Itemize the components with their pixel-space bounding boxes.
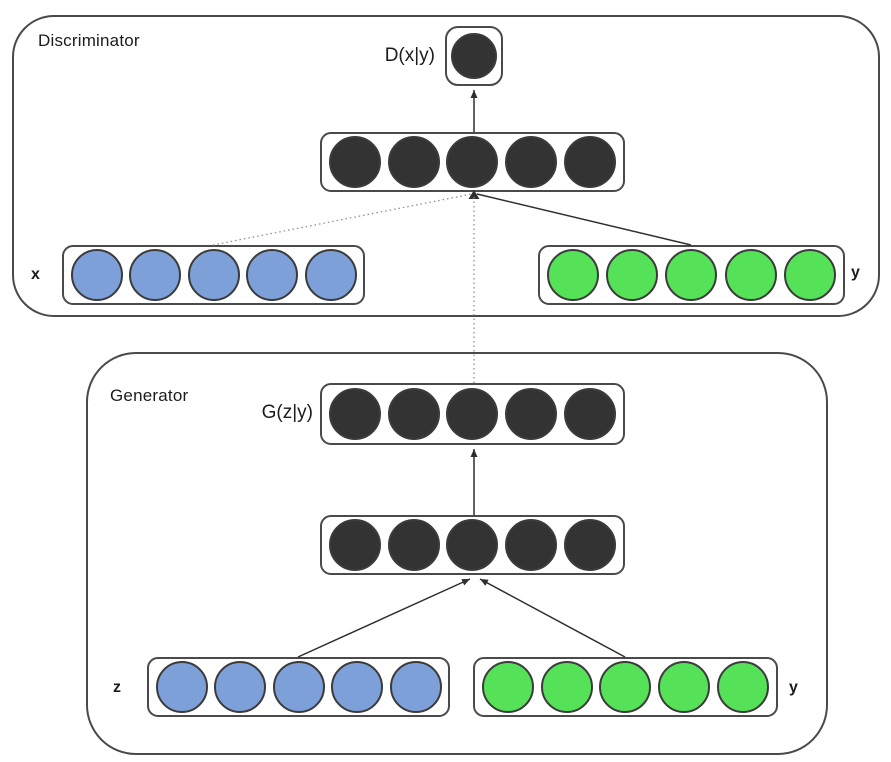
neuron-circle (564, 519, 617, 571)
neuron-circle (328, 388, 381, 440)
generator-box (86, 352, 828, 755)
generator-y-input-layer (473, 657, 778, 717)
z-input-label: z (113, 679, 121, 696)
neuron-circle (724, 249, 777, 301)
neuron-circle (129, 249, 181, 301)
neuron-circle (70, 249, 123, 301)
neuron-circle (665, 249, 718, 301)
neuron-circle (606, 249, 659, 301)
neuron-circle (155, 661, 208, 713)
neuron-circle (389, 661, 442, 713)
neuron-circle (505, 388, 558, 440)
neuron-circle (505, 519, 558, 571)
neuron-circle (387, 388, 440, 440)
neuron-circle (246, 249, 298, 301)
neuron-circle (540, 661, 593, 713)
discriminator-box (12, 15, 880, 317)
neuron-circle (328, 136, 381, 188)
neuron-circle (717, 661, 770, 713)
neuron-circle (328, 519, 381, 571)
x-input-layer (62, 245, 365, 305)
discriminator-output-node (445, 26, 503, 86)
generator-hidden-layer (320, 515, 625, 575)
neuron-circle (187, 249, 240, 301)
generator-title: Generator (110, 386, 189, 405)
neuron-circle (564, 388, 617, 440)
y-input-label: y (851, 264, 860, 281)
neuron-circle (387, 136, 440, 188)
discriminator-title: Discriminator (38, 31, 140, 50)
discriminator-output-label: D(x|y) (384, 45, 435, 66)
y-input-layer (538, 245, 845, 305)
neuron-circle (658, 661, 711, 713)
neuron-circle (505, 136, 558, 188)
neuron-circle (599, 661, 652, 713)
neuron-circle (446, 136, 499, 188)
neuron-circle (783, 249, 836, 301)
generator-output-label: G(z|y) (261, 402, 313, 423)
neuron-circle (387, 519, 440, 571)
neuron-circle (331, 661, 383, 713)
neuron-circle (451, 33, 497, 79)
neuron-circle (481, 661, 534, 713)
z-input-layer (147, 657, 450, 717)
neuron-circle (304, 249, 357, 301)
neuron-circle (446, 388, 499, 440)
neuron-circle (272, 661, 325, 713)
discriminator-hidden-layer (320, 132, 625, 192)
generator-output-layer (320, 383, 625, 445)
neuron-circle (547, 249, 600, 301)
neuron-circle (214, 661, 266, 713)
neuron-circle (564, 136, 617, 188)
generator-y-input-label: y (789, 679, 798, 696)
x-input-label: x (31, 266, 40, 283)
neuron-circle (446, 519, 499, 571)
